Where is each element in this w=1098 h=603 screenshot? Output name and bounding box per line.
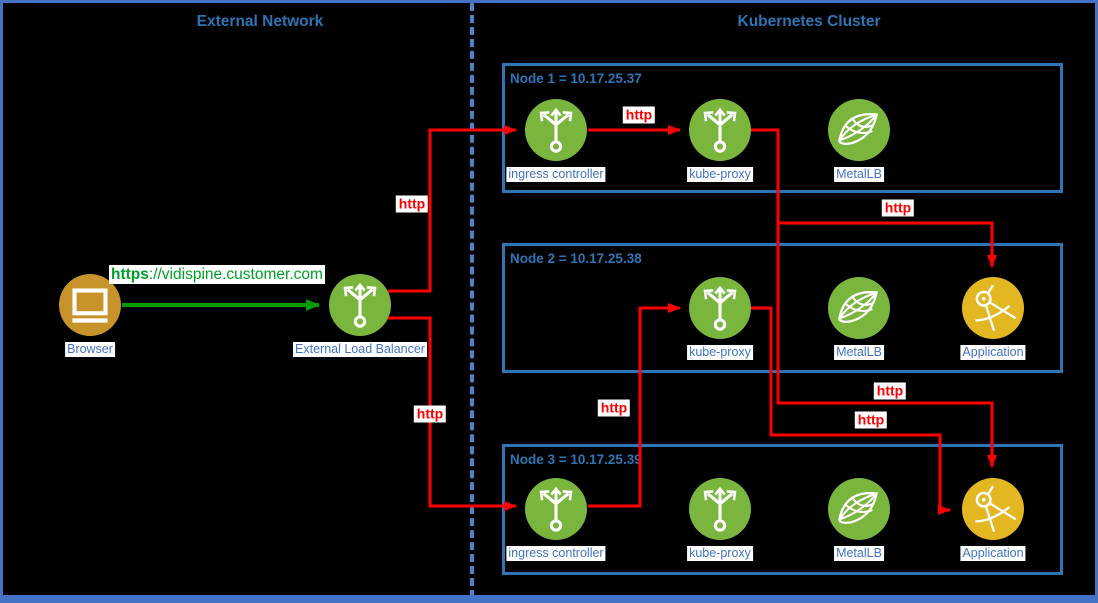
- browser-label: Browser: [65, 342, 115, 357]
- node2-application: Application: [960, 277, 1026, 360]
- http-label-elb-node3: http: [413, 405, 447, 423]
- kube-proxy-label: kube-proxy: [687, 546, 753, 561]
- http-label-to-node3-app-top: http: [873, 382, 907, 400]
- edge-elb-to-node1-ingress: [388, 125, 517, 293]
- compass-icon: [975, 284, 1017, 332]
- node3-application: Application: [960, 478, 1026, 561]
- edge-node1-kubeproxy-to-node2-app: [778, 221, 997, 268]
- node3-metallb: MetalLB: [828, 478, 890, 561]
- node1-metallb: MetalLB: [828, 99, 890, 182]
- metallb-label: MetalLB: [834, 546, 884, 561]
- trident-load-balancer-icon: [703, 107, 737, 153]
- url-scheme: https: [111, 266, 149, 283]
- application-label: Application: [960, 546, 1026, 561]
- trident-load-balancer-icon: [539, 107, 573, 153]
- http-label-to-node3-app-left: http: [854, 411, 888, 429]
- kube-proxy-label: kube-proxy: [687, 345, 753, 360]
- node1-ingress-controller: ingress controller: [506, 99, 606, 182]
- browser-node: Browser: [59, 274, 121, 357]
- node1-box: Node 1 = 10.17.25.37: [502, 63, 1063, 193]
- external-load-balancer-node: External Load Balancer: [293, 274, 427, 357]
- node3-kube-proxy: kube-proxy: [687, 478, 753, 561]
- edge-node1-kubeproxy-to-node3-app: [751, 128, 997, 468]
- trident-load-balancer-icon: [343, 282, 377, 328]
- metallb-label: MetalLB: [834, 167, 884, 182]
- http-label-node3-to-node2: http: [597, 399, 631, 417]
- connection-arrows: [122, 125, 997, 515]
- node3-title: Node 3 = 10.17.25.39: [510, 452, 642, 467]
- node2-metallb: MetalLB: [828, 277, 890, 360]
- trident-load-balancer-icon: [703, 486, 737, 532]
- external-load-balancer-label: External Load Balancer: [293, 342, 427, 357]
- kubernetes-cluster-title: Kubernetes Cluster: [737, 13, 881, 30]
- edge-elb-to-node3-ingress: [388, 316, 517, 511]
- metallb-net-icon: [838, 113, 878, 145]
- node3-ingress-controller: ingress controller: [506, 478, 606, 561]
- compass-icon: [975, 485, 1017, 533]
- kube-proxy-label: kube-proxy: [687, 167, 753, 182]
- node1-title: Node 1 = 10.17.25.37: [510, 71, 642, 86]
- https-url-label: https://vidispine.customer.com: [109, 265, 325, 284]
- network-boundary-divider: [470, 3, 474, 595]
- node3-box: Node 3 = 10.17.25.39: [502, 444, 1063, 575]
- ingress-controller-label: ingress controller: [506, 546, 606, 561]
- trident-load-balancer-icon: [703, 285, 737, 331]
- metallb-net-icon: [838, 291, 878, 323]
- monitor-icon: [72, 288, 108, 323]
- http-label-elb-node1: http: [395, 195, 429, 213]
- edge-node3-ingress-to-node2-kubeproxy: [588, 303, 681, 508]
- ingress-controller-label: ingress controller: [506, 167, 606, 182]
- trident-load-balancer-icon: [539, 486, 573, 532]
- external-network-title: External Network: [196, 13, 324, 30]
- edge-node2-kubeproxy-to-node3-app: [751, 306, 951, 515]
- node2-box: Node 2 = 10.17.25.38: [502, 243, 1063, 373]
- node2-kube-proxy: kube-proxy: [687, 277, 753, 360]
- node1-kube-proxy: kube-proxy: [687, 99, 753, 182]
- application-label: Application: [960, 345, 1026, 360]
- metallb-net-icon: [838, 492, 878, 524]
- metallb-label: MetalLB: [834, 345, 884, 360]
- http-label-to-node2-app: http: [881, 199, 915, 217]
- http-label-node1-internal: http: [622, 106, 656, 124]
- node2-title: Node 2 = 10.17.25.38: [510, 251, 642, 266]
- url-rest: ://vidispine.customer.com: [148, 266, 323, 283]
